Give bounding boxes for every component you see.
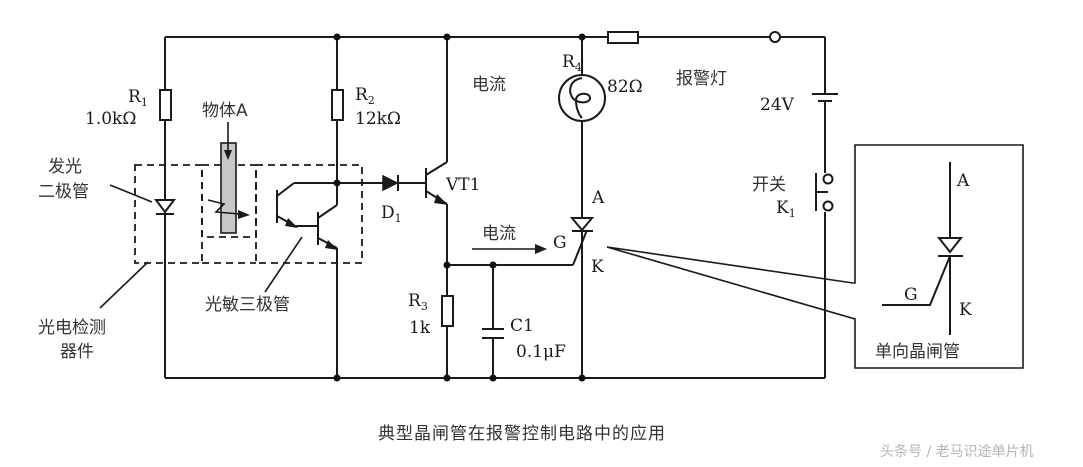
r3-value: 1k bbox=[409, 318, 431, 338]
led-label-line2: 二极管 bbox=[38, 182, 89, 202]
phototransistor-dashed-box bbox=[255, 164, 363, 264]
r3-name: R3 bbox=[408, 291, 428, 313]
gate-current-arrow-icon bbox=[535, 244, 547, 254]
alarm-lamp-icon bbox=[558, 74, 606, 122]
switch-name: K1 bbox=[776, 198, 796, 220]
switch-label: 开关 bbox=[752, 175, 786, 195]
junction-nodes bbox=[333, 33, 586, 382]
phototransistor-label: 光敏三极管 bbox=[205, 295, 290, 315]
photodetector-label-line1: 光电检测 bbox=[38, 318, 106, 338]
phototransistor-darlington bbox=[276, 182, 338, 378]
scr-cathode-label: K bbox=[591, 257, 604, 277]
figure-caption: 典型晶闸管在报警控制电路中的应用 bbox=[378, 424, 666, 444]
inset-gate-label: G bbox=[904, 285, 918, 305]
c1-value: 0.1μF bbox=[516, 342, 566, 362]
r2-name: R2 bbox=[355, 85, 375, 107]
battery-voltage: 24V bbox=[760, 95, 795, 115]
r1-name: R1 bbox=[128, 87, 148, 109]
switch-k1-icon bbox=[815, 173, 834, 212]
light-ray-arrow-icon bbox=[238, 210, 250, 219]
branch-r1-led bbox=[154, 37, 176, 378]
vt1-name: VT1 bbox=[445, 175, 480, 195]
light-ray-icon bbox=[207, 199, 241, 215]
current-label-top: 电流 bbox=[472, 75, 506, 95]
c1-name: C1 bbox=[510, 316, 534, 336]
object-a-label: 物体A bbox=[202, 101, 248, 121]
resistor-r1 bbox=[159, 89, 172, 121]
inset-callout bbox=[606, 144, 1024, 369]
r1-value: 1.0kΩ bbox=[85, 109, 136, 129]
scr-anode-label: A bbox=[591, 188, 605, 208]
photodetector-leader-line bbox=[99, 261, 149, 309]
r4-name: R4 bbox=[562, 52, 582, 74]
resistor-r2 bbox=[331, 89, 344, 121]
scr-thyristor-icon bbox=[569, 217, 595, 378]
inset-anode-label: A bbox=[956, 171, 970, 191]
object-a-arrow-icon bbox=[224, 150, 232, 160]
photodetector-label-line2: 器件 bbox=[60, 342, 94, 362]
led-leader-line bbox=[109, 184, 153, 203]
terminal-open-circle bbox=[769, 31, 781, 43]
resistor-r3 bbox=[441, 295, 454, 327]
watermark: 头条号 / 老马识途单片机 bbox=[880, 444, 1034, 460]
branch-r2 bbox=[331, 37, 344, 205]
d1-name: D1 bbox=[381, 203, 402, 225]
battery-icon bbox=[812, 93, 838, 102]
r2-value: 12kΩ bbox=[355, 109, 401, 129]
scr-gate-label: G bbox=[553, 233, 567, 253]
inset-scr-icon bbox=[882, 162, 964, 335]
r4-value: 82Ω bbox=[607, 77, 643, 97]
capacitor-c1 bbox=[482, 265, 504, 378]
gate-lead bbox=[572, 229, 588, 266]
inset-cathode-label: K bbox=[959, 300, 972, 320]
inset-title: 单向晶闸管 bbox=[875, 342, 960, 362]
alarm-lamp-label: 报警灯 bbox=[676, 69, 727, 89]
current-label-gate: 电流 bbox=[482, 224, 516, 244]
photodetector-dashed-box bbox=[134, 164, 203, 264]
led-diode-icon bbox=[154, 199, 176, 215]
led-label-line1: 发光 bbox=[48, 157, 82, 177]
phototransistor-leader-line bbox=[264, 236, 303, 293]
diode-d1-icon bbox=[382, 174, 399, 192]
transistor-vt1 bbox=[425, 37, 448, 378]
resistor-r4 bbox=[607, 31, 639, 44]
